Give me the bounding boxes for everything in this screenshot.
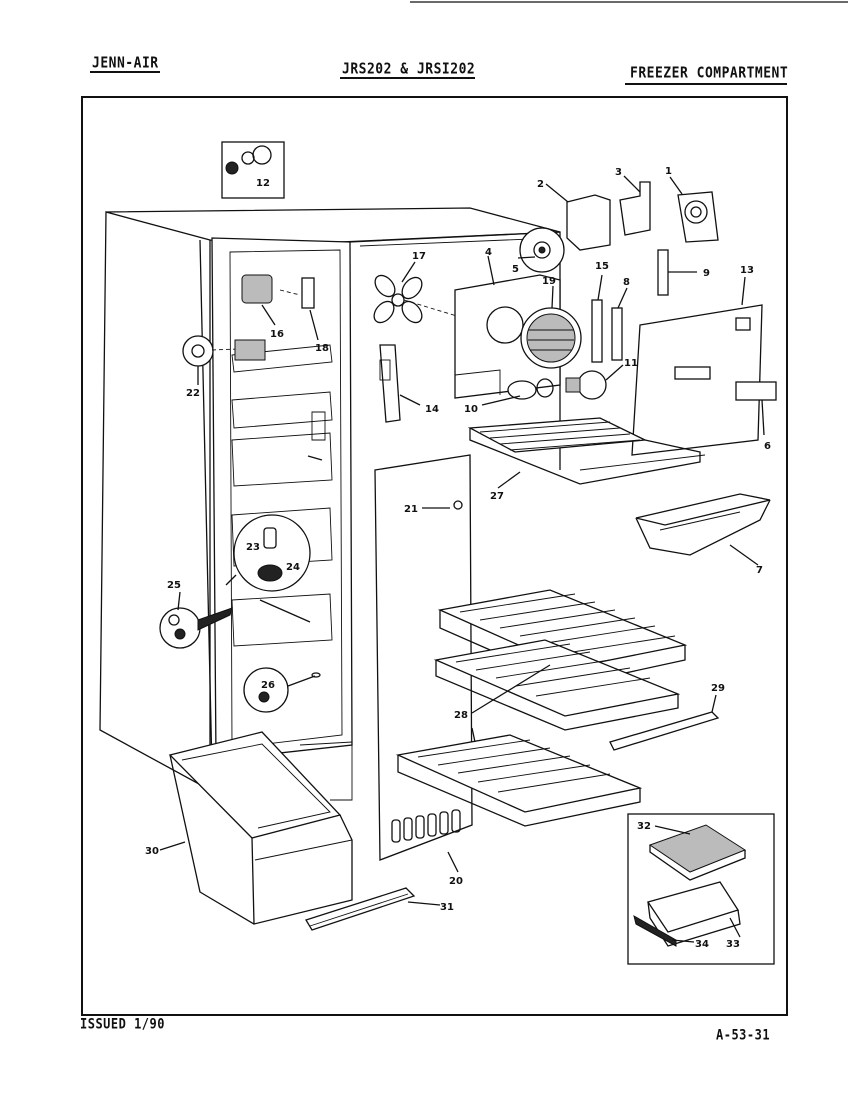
callout-13: 13 <box>740 265 754 276</box>
part-26-inset <box>243 667 321 713</box>
callout-25: 25 <box>167 580 181 591</box>
part-5-motor-mount <box>519 227 565 273</box>
part-14-channel <box>379 344 401 423</box>
part-19-fan-grille <box>520 307 582 369</box>
part-10-socket <box>507 378 554 400</box>
part-23-24-inset <box>225 514 311 592</box>
callout-22: 22 <box>186 388 200 399</box>
section-title: FREEZER COMPARTMENT <box>630 64 789 83</box>
callout-9: 9 <box>703 268 710 279</box>
callout-30: 30 <box>145 846 159 857</box>
callout-19: 19 <box>542 276 556 287</box>
part-28-shelf-middle <box>433 639 681 731</box>
part-8-strip <box>611 307 623 361</box>
part-18-bracket <box>301 277 315 309</box>
part-11-bulb <box>565 370 607 400</box>
part-28-shelf-lower <box>395 734 643 827</box>
callout-18: 18 <box>315 343 329 354</box>
callout-31: 31 <box>440 902 454 913</box>
callout-26: 26 <box>261 680 275 691</box>
brand-underline <box>90 71 160 73</box>
document-number: A-53-31 <box>716 1026 771 1044</box>
callout-16: 16 <box>270 329 284 340</box>
part-2-bracket <box>566 194 611 251</box>
callout-8: 8 <box>623 277 630 288</box>
issue-date: ISSUED 1/90 <box>80 1015 165 1033</box>
callout-33: 33 <box>726 939 740 950</box>
part-9-strip <box>657 249 669 296</box>
part-22-knob <box>182 335 266 367</box>
callout-14: 14 <box>425 404 439 415</box>
brand-name: JENN-AIR <box>92 54 159 73</box>
part-12-inset <box>221 141 285 199</box>
callout-6: 6 <box>764 441 771 452</box>
part-25-inset <box>159 607 233 649</box>
callout-2: 2 <box>537 179 544 190</box>
part-6-label <box>735 381 777 401</box>
part-13-air-duct-panel <box>631 304 763 456</box>
part-1-light-housing <box>677 191 719 243</box>
callout-5: 5 <box>512 264 519 275</box>
part-31-trim-strip <box>305 887 416 931</box>
leader-lines <box>159 175 765 943</box>
model-number: JRS202 & JRSI202 <box>342 60 476 79</box>
callout-34: 34 <box>695 939 709 950</box>
callout-20: 20 <box>449 876 463 887</box>
part-27-shelf <box>467 417 706 485</box>
callout-29: 29 <box>711 683 725 694</box>
diagram-frame <box>81 96 788 1016</box>
callout-28: 28 <box>454 710 468 721</box>
callout-32: 32 <box>637 821 651 832</box>
callout-1: 1 <box>665 166 672 177</box>
callout-21: 21 <box>404 504 418 515</box>
callout-15: 15 <box>595 261 609 272</box>
part-29-shelf-trim <box>609 711 720 751</box>
part-16-thermostat <box>241 274 301 304</box>
callout-23: 23 <box>246 542 260 553</box>
callout-11: 11 <box>624 358 638 369</box>
model-underline <box>340 77 475 79</box>
part-7-ice-bin <box>635 493 771 556</box>
callout-12: 12 <box>256 178 270 189</box>
section-underline <box>625 83 787 85</box>
parts-32-34-inset <box>627 813 775 965</box>
callout-4: 4 <box>485 247 492 258</box>
callout-3: 3 <box>615 167 622 178</box>
callout-17: 17 <box>412 251 426 262</box>
callout-labels: 1 2 3 4 5 6 7 8 9 10 11 12 13 14 15 16 1… <box>145 166 771 950</box>
part-30-freezer-basket <box>168 731 353 925</box>
part-15-strip <box>591 299 603 363</box>
part-3-clip <box>619 181 651 236</box>
callout-10: 10 <box>464 404 478 415</box>
callout-7: 7 <box>756 565 763 576</box>
callout-24: 24 <box>286 562 300 573</box>
callout-27: 27 <box>490 491 504 502</box>
